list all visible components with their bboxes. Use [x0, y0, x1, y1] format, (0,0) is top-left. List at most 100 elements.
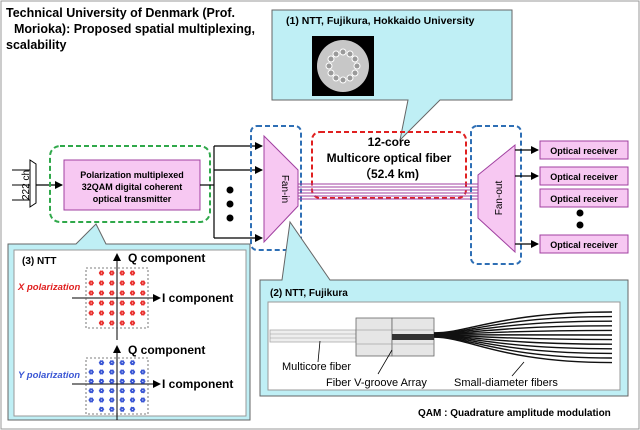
y-constellation-point	[121, 369, 125, 372]
x-constellation-point	[142, 280, 145, 283]
x-constellation-point	[132, 290, 135, 293]
y-constellation-point	[121, 372, 125, 375]
y-constellation-point	[132, 391, 135, 394]
y-constellation-point	[130, 360, 133, 363]
x-constellation-point	[90, 283, 94, 286]
y-constellation-point	[142, 397, 145, 400]
y-constellation-point	[120, 360, 123, 363]
x-constellation-point	[101, 323, 104, 326]
x-constellation-point	[121, 303, 125, 306]
x-constellation-point	[89, 310, 92, 313]
x-constellation-point	[121, 283, 125, 286]
x-constellation-point	[90, 310, 94, 313]
y-constellation-point	[121, 363, 125, 366]
x-constellation-point	[142, 293, 145, 296]
y-constellation-point	[101, 388, 104, 391]
x-constellation-point	[101, 290, 104, 293]
y-constellation-point	[109, 388, 113, 391]
y-constellation-point	[111, 406, 114, 410]
x-constellation-point	[121, 323, 125, 326]
x-constellation-point	[111, 290, 114, 293]
y-constellation-point	[89, 369, 92, 372]
x-constellation-point	[90, 293, 94, 296]
y-constellation-point	[111, 397, 114, 400]
y-constellation-point	[101, 409, 104, 412]
fan-out-device-panel	[267, 301, 621, 391]
y-constellation-point	[132, 409, 135, 412]
pointer-vgroove	[377, 349, 393, 375]
y-constellation-point	[101, 381, 104, 384]
fiber-cross-section-image	[312, 36, 374, 96]
x-constellation-point	[120, 300, 123, 303]
y-constellation-point	[109, 378, 113, 381]
y-constellation-point	[111, 369, 114, 372]
y-i-component-label: I component	[162, 377, 233, 391]
pointer-small-fibers	[511, 361, 525, 377]
input-lines	[12, 169, 30, 201]
callout-3-title: (3) NTT	[22, 256, 56, 267]
x-constellation-point	[140, 300, 144, 303]
x-constellation-point	[90, 300, 94, 303]
y-constellation-point	[99, 406, 102, 409]
x-constellation-point	[90, 280, 94, 283]
x-constellation-point	[101, 280, 104, 283]
x-constellation-point	[120, 310, 123, 313]
y-constellation-point	[89, 378, 92, 381]
transmitter-dashed-group	[49, 145, 211, 223]
x-constellation-point	[130, 290, 133, 293]
y-constellation-point	[90, 397, 94, 400]
y-constellation-point	[109, 360, 113, 363]
y-constellation-point	[101, 363, 104, 366]
y-constellation-point	[132, 378, 135, 382]
header-line-2: Morioka): Proposed spatial multiplexing,	[14, 22, 255, 36]
x-constellation-point	[101, 273, 104, 276]
callout-2-title: (2) NTT, Fujikura	[270, 288, 348, 299]
x-constellation-point	[101, 320, 104, 323]
x-polarization-label: X polarization	[17, 282, 80, 293]
x-constellation-point	[99, 280, 102, 283]
x-constellation-point	[120, 280, 123, 283]
y-constellation-point	[101, 406, 104, 410]
x-constellation-point	[130, 310, 133, 313]
x-constellation-point	[121, 280, 125, 283]
y-constellation-point	[109, 369, 113, 372]
y-constellation-point	[132, 400, 135, 403]
fiber-line-1: 12-core	[368, 135, 411, 149]
x-constellation-point	[120, 320, 123, 323]
y-constellation	[72, 345, 161, 420]
y-constellation-point	[101, 369, 104, 372]
y-constellation-point	[120, 378, 123, 381]
y-constellation-point	[120, 397, 123, 400]
x-constellation-point	[142, 290, 145, 293]
y-constellation-point	[90, 400, 94, 403]
x-constellation-point	[109, 310, 113, 313]
y-constellation-point	[99, 378, 102, 381]
x-constellation-point	[142, 303, 145, 306]
y-constellation-point	[142, 369, 145, 372]
x-constellation-point	[132, 283, 135, 286]
fan-in-label: Fan-in	[279, 175, 290, 203]
y-constellation-point	[89, 388, 92, 391]
y-constellation-point	[101, 372, 104, 375]
x-constellation-point	[132, 293, 135, 296]
y-constellation-point	[99, 388, 102, 391]
header-line-1: Technical University of Denmark (Prof.	[6, 6, 235, 20]
x-constellation-point	[132, 320, 135, 323]
x-constellation-point	[89, 280, 92, 283]
transmitter-output-lines	[200, 142, 263, 242]
x-constellation-point	[130, 320, 133, 323]
y-constellation-point	[101, 400, 104, 403]
y-constellation-point	[121, 381, 125, 384]
label-multicore-fiber: Multicore fiber	[282, 361, 351, 373]
y-constellation-point	[99, 369, 102, 372]
x-constellation-point	[121, 293, 125, 296]
x-constellation-point	[120, 290, 123, 293]
x-constellation-point	[99, 320, 102, 323]
y-constellation-point	[101, 360, 104, 363]
x-constellation-point	[132, 313, 135, 316]
x-constellation-point	[140, 290, 144, 293]
y-constellation-point	[120, 369, 123, 372]
y-constellation-point	[130, 388, 133, 391]
